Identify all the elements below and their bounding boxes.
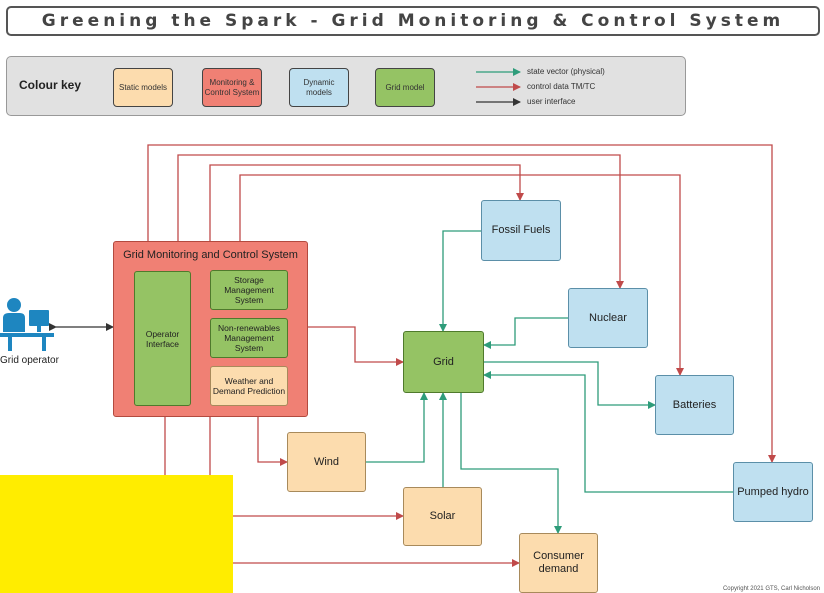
key-monitoring-control: Monitoring & Control System	[202, 68, 262, 107]
batteries-node: Batteries	[655, 375, 734, 435]
gmcs-title: Grid Monitoring and Control System	[123, 249, 298, 261]
grid-operator-icon	[0, 298, 54, 351]
copyright-text: Copyright 2021 GTS, Carl Nicholson	[722, 586, 820, 592]
colour-key-panel: Colour key Static models Monitoring & Co…	[6, 56, 686, 116]
key-static-models: Static models	[113, 68, 173, 107]
highlight-overlay	[0, 475, 233, 593]
nuclear-node: Nuclear	[568, 288, 648, 348]
key-control-data-label: control data TM/TC	[527, 82, 596, 91]
fossil-fuels-node: Fossil Fuels	[481, 200, 561, 261]
operator-interface-box: Operator Interface	[134, 271, 191, 406]
storage-management-box: Storage Management System	[210, 270, 288, 310]
weather-demand-prediction-box: Weather and Demand Prediction	[210, 366, 288, 406]
grid-operator-label: Grid operator	[0, 355, 59, 366]
key-user-interface-label: user interface	[527, 97, 576, 106]
key-dynamic-models: Dynamic models	[289, 68, 349, 107]
consumer-demand-node: Consumer demand	[519, 533, 598, 593]
colour-key-label: Colour key	[19, 78, 82, 92]
key-grid-model: Grid model	[375, 68, 435, 107]
solar-node: Solar	[403, 487, 482, 546]
grid-node: Grid	[403, 331, 484, 393]
gmcs-container: Grid Monitoring and Control System Opera…	[113, 241, 308, 417]
key-state-vector-label: state vector (physical)	[527, 67, 605, 76]
nonrenewables-management-box: Non-renewables Management System	[210, 318, 288, 358]
wind-node: Wind	[287, 432, 366, 492]
pumped-hydro-node: Pumped hydro	[733, 462, 813, 522]
page-title: Greening the Spark - Grid Monitoring & C…	[6, 6, 820, 36]
